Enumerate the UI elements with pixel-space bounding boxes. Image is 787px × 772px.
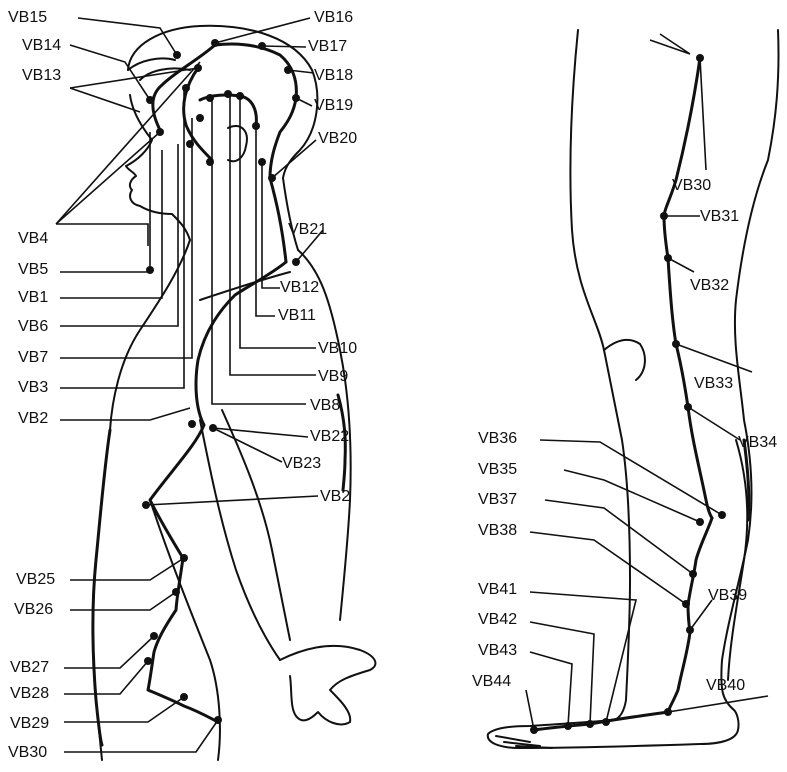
label-vb39: VB39: [708, 587, 747, 604]
label-vb26: VB26: [14, 601, 53, 618]
leader-vb7: [60, 118, 192, 358]
leader-arrow-top: [650, 34, 690, 54]
leg-front-outline: [570, 30, 630, 720]
neck-back: [283, 178, 298, 250]
label-vb25: VB25: [16, 571, 55, 588]
label-vb17: VB17: [308, 38, 347, 55]
leader-vb20: [272, 140, 316, 178]
label-vb10: VB10: [318, 340, 357, 357]
label-vb1: VB1: [18, 289, 48, 306]
leader-vb26: [70, 592, 176, 610]
foot-outline: [488, 710, 739, 748]
meridian-head-arc: [153, 44, 297, 178]
leader-vb2: [60, 408, 190, 420]
leader-vb30-leg: [700, 58, 706, 170]
label-vb19: VB19: [314, 97, 353, 114]
label-vb18: VB18: [314, 67, 353, 84]
leader-vb40: [668, 696, 768, 712]
label-vb29: VB29: [10, 715, 49, 732]
label-vb15: VB15: [8, 9, 47, 26]
label-vb22: VB22: [310, 428, 349, 445]
label-vb36: VB36: [478, 430, 517, 447]
label-vb27: VB27: [10, 659, 49, 676]
face-profile: [126, 95, 190, 240]
label-vb43: VB43: [478, 642, 517, 659]
leader-vb44: [526, 690, 534, 730]
ear: [228, 126, 247, 161]
label-vb31: VB31: [700, 208, 739, 225]
label-vb2: VB2: [18, 410, 48, 427]
calf-outline: [728, 440, 747, 680]
leader-vb42: [530, 622, 594, 724]
leg-figure: [488, 30, 779, 748]
meridian-torso: [148, 262, 286, 722]
label-vb3: VB3: [18, 379, 48, 396]
meridian-lateral-body: [93, 430, 110, 745]
label-vb34: VB34: [738, 434, 777, 451]
leader-vb28: [64, 661, 148, 694]
label-vb44: VB44: [472, 673, 511, 690]
leader-vb15: [78, 18, 177, 55]
label-vb28: VB28: [10, 685, 49, 702]
meridian-path-upper: [93, 44, 345, 745]
label-vb37: VB37: [478, 491, 517, 508]
label-vb40: VB40: [706, 677, 745, 694]
label-vb6: VB6: [18, 318, 48, 335]
leader-vb32: [668, 258, 694, 272]
labels-upper: VB15 VB16 VB14 VB17 VB13 VB18 VB19 VB20 …: [8, 9, 357, 761]
leg-back-outline: [721, 30, 778, 710]
label-vb7: VB7: [18, 349, 48, 366]
label-vb5: VB5: [18, 261, 48, 278]
label-vb24: VB2: [320, 488, 350, 505]
label-vb11: VB11: [278, 307, 316, 324]
point-vb7: [196, 114, 204, 122]
meridian-foot: [534, 712, 668, 730]
label-vb12: VB12: [280, 279, 319, 296]
label-vb23: VB23: [282, 455, 321, 472]
label-vb30-torso: VB30: [8, 744, 47, 761]
meridian-neck: [270, 178, 286, 262]
arm-outline: [200, 410, 290, 660]
label-vb41: VB41: [478, 581, 517, 598]
leader-vb19: [296, 98, 312, 106]
label-vb35: VB35: [478, 461, 517, 478]
label-vb32: VB32: [690, 277, 729, 294]
leader-vb34: [688, 407, 740, 440]
leader-vb39: [690, 600, 712, 630]
collarbone: [200, 272, 290, 300]
leader-vb43: [530, 652, 572, 726]
label-vb13: VB13: [22, 67, 61, 84]
leader-vb33: [676, 344, 752, 372]
leader-vb17: [262, 46, 306, 47]
label-vb20: VB20: [318, 130, 357, 147]
label-vb14: VB14: [22, 37, 61, 54]
leader-vb29: [64, 697, 184, 722]
label-vb33: VB33: [694, 375, 733, 392]
label-vb9: VB9: [318, 368, 348, 385]
abdomen-outline: [150, 500, 220, 760]
label-vb8: VB8: [310, 397, 340, 414]
label-vb21: VB21: [288, 221, 327, 238]
label-vb30-leg: VB30: [672, 177, 711, 194]
leader-vb24: [146, 496, 318, 505]
leader-vb16: [215, 18, 310, 43]
label-vb42: VB42: [478, 611, 517, 628]
leader-vb8: [212, 98, 306, 404]
leader-vb30-torso: [64, 720, 218, 752]
hand-outline: [280, 646, 375, 725]
leader-vb35: [564, 470, 700, 522]
label-vb4: VB4: [18, 230, 48, 247]
point-vb22: [188, 420, 196, 428]
head-outline: [128, 26, 317, 178]
knee-outline: [604, 340, 645, 380]
leader-vb25: [70, 558, 184, 580]
label-vb38: VB38: [478, 522, 517, 539]
leader-vb3: [60, 88, 184, 388]
torso-side: [93, 430, 110, 760]
leader-vb27: [64, 636, 154, 668]
label-vb16: VB16: [314, 9, 353, 26]
